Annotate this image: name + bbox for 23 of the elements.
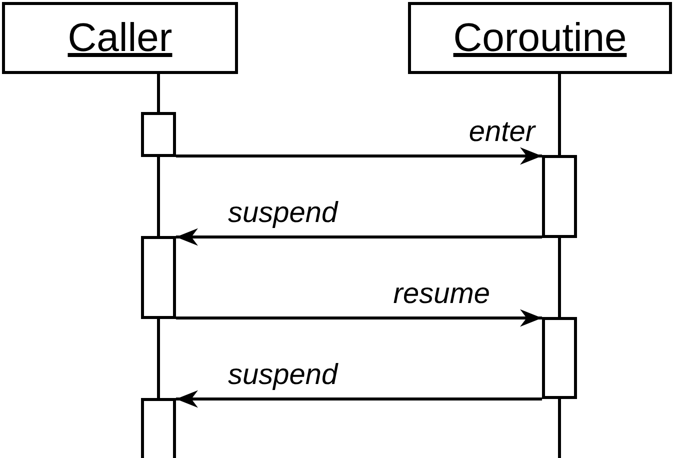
message-label: enter [468,118,535,147]
message-arrow [176,228,542,246]
activation-bar [141,398,176,458]
lifeline-header-box [2,2,238,74]
activation-bar [141,112,176,157]
message-label: suspend [228,361,338,390]
lifeline [157,157,160,236]
message-arrow [176,147,542,165]
message-arrow [176,309,542,327]
lifeline [558,238,561,317]
activation-bar [542,317,577,399]
lifeline-name: Caller [68,16,172,60]
lifeline [558,399,561,458]
message-label: suspend [228,199,338,228]
lifeline [157,319,160,398]
message-label: resume [393,280,490,309]
lifeline-header-box [408,2,672,74]
lifeline [558,74,561,155]
message-arrow [176,390,542,408]
activation-bar [141,236,176,319]
lifeline-name: Coroutine [453,16,627,60]
activation-bar [542,155,577,238]
lifeline [157,74,160,112]
